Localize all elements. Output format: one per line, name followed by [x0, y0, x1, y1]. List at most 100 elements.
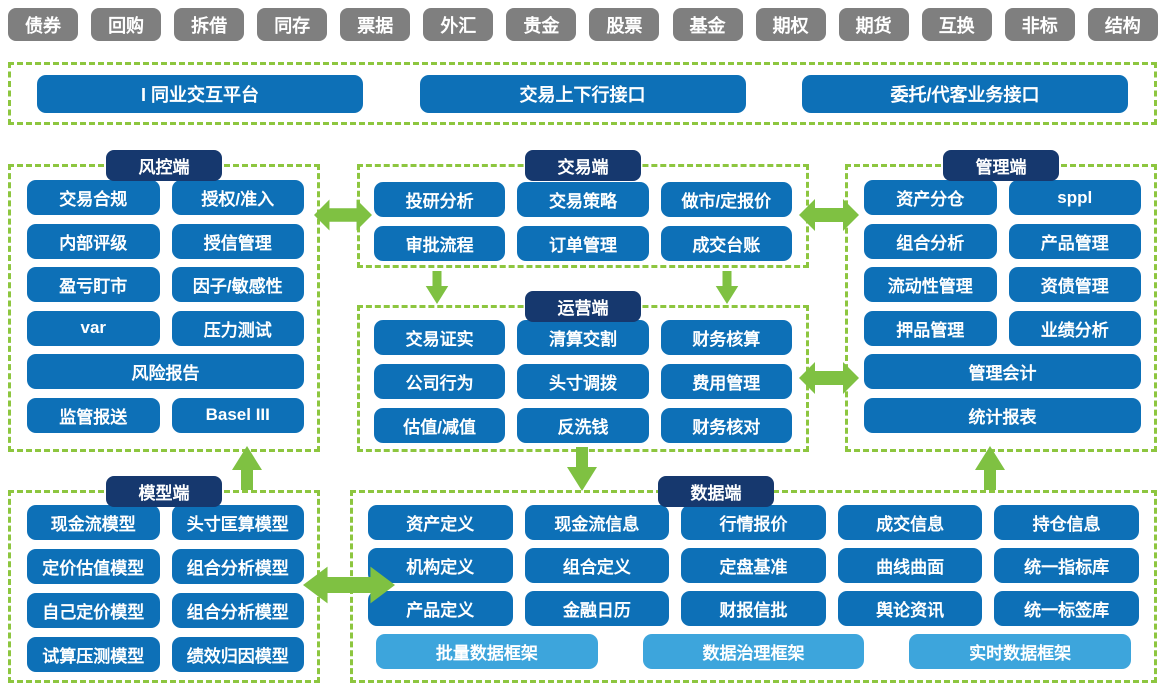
module-chip[interactable]: 资债管理 — [1008, 267, 1141, 302]
arrow-data-management-up — [975, 446, 1005, 490]
panel-data: 数据端 资产定义 现金流信息 行情报价 成交信息 持仓信息 机构定义 组合定义 … — [350, 476, 1157, 683]
product-chip[interactable]: 债券 — [8, 8, 78, 41]
module-chip[interactable]: 金融日历 — [524, 591, 670, 626]
module-chip[interactable]: 订单管理 — [517, 226, 649, 261]
module-chip[interactable]: 公司行为 — [374, 364, 506, 399]
product-chip[interactable]: 拆借 — [174, 8, 245, 41]
panel-management: 管理端 资产分仓 sppl 组合分析 产品管理 流动性管理 资债管理 押品管理 … — [845, 150, 1157, 452]
module-chip[interactable]: 估值/减值 — [374, 408, 506, 443]
module-chip[interactable]: 定价估值模型 — [27, 549, 160, 584]
module-chip[interactable]: 持仓信息 — [994, 505, 1139, 540]
module-chip[interactable]: 管理会计 — [864, 354, 1141, 389]
module-chip[interactable]: 组合分析模型 — [171, 549, 304, 584]
product-chip[interactable]: 回购 — [91, 8, 162, 41]
product-chip[interactable]: 非标 — [1004, 8, 1075, 41]
module-chip[interactable]: 资产分仓 — [864, 180, 997, 215]
module-chip[interactable]: 头寸匡算模型 — [171, 505, 304, 540]
arrow-model-data-bidirectional — [303, 566, 395, 604]
interface-chip[interactable]: 交易上下行接口 — [419, 74, 746, 113]
framework-chip[interactable]: 批量数据框架 — [376, 634, 598, 669]
module-chip[interactable]: 做市/定报价 — [660, 182, 792, 217]
module-chip[interactable]: 现金流模型 — [27, 505, 160, 540]
interface-chip[interactable]: 委托/代客业务接口 — [802, 74, 1128, 113]
module-chip[interactable]: var — [27, 310, 160, 346]
module-chip[interactable]: 组合定义 — [524, 548, 670, 583]
framework-chip[interactable]: 数据治理框架 — [642, 634, 865, 669]
module-chip[interactable]: 授权/准入 — [171, 180, 304, 215]
product-chip[interactable]: 互换 — [921, 8, 992, 41]
module-chip[interactable]: 因子/敏感性 — [171, 267, 304, 302]
module-chip[interactable]: 统计报表 — [864, 397, 1141, 433]
module-chip[interactable]: 投研分析 — [374, 182, 506, 217]
product-chip[interactable]: 期权 — [755, 8, 826, 41]
module-chip[interactable]: 财务核对 — [660, 408, 792, 443]
product-chip[interactable]: 股票 — [589, 8, 660, 41]
module-chip[interactable]: Basel III — [171, 397, 304, 433]
module-chip[interactable]: 流动性管理 — [864, 267, 997, 302]
panel-title: 数据端 — [658, 476, 774, 507]
module-chip[interactable]: 成交台账 — [660, 226, 792, 261]
module-chip[interactable]: 压力测试 — [171, 310, 304, 346]
module-chip[interactable]: 盈亏盯市 — [27, 267, 160, 302]
module-chip[interactable]: 曲线曲面 — [837, 548, 983, 583]
module-chip[interactable]: 押品管理 — [864, 310, 997, 346]
module-chip[interactable]: 财务核算 — [660, 320, 792, 355]
module-chip[interactable]: 绩效归因模型 — [171, 637, 304, 672]
interface-chip[interactable]: I 同业交互平台 — [37, 74, 363, 113]
panel-trading: 交易端 投研分析 交易策略 做市/定报价 审批流程 订单管理 成交台账 — [357, 150, 809, 268]
module-chip[interactable]: 试算压测模型 — [27, 637, 160, 672]
module-chip[interactable]: 审批流程 — [374, 226, 506, 261]
module-chip[interactable]: 费用管理 — [660, 364, 792, 399]
panel-title: 运营端 — [525, 291, 641, 322]
product-chip[interactable]: 票据 — [340, 8, 411, 41]
arrow-model-risk-up — [232, 446, 262, 490]
product-chip[interactable]: 基金 — [672, 8, 743, 41]
interface-bar: I 同业交互平台 交易上下行接口 委托/代客业务接口 — [8, 62, 1157, 125]
panel-title: 模型端 — [106, 476, 222, 507]
module-chip[interactable]: 产品管理 — [1008, 223, 1141, 259]
module-chip[interactable]: 定盘基准 — [681, 548, 826, 583]
product-chip[interactable]: 外汇 — [423, 8, 494, 41]
module-chip[interactable]: 统一指标库 — [994, 548, 1139, 583]
module-chip[interactable]: 产品定义 — [368, 591, 513, 626]
framework-chip[interactable]: 实时数据框架 — [909, 634, 1132, 669]
module-chip[interactable]: 业绩分析 — [1008, 310, 1141, 346]
module-chip[interactable]: 财报信批 — [681, 591, 826, 626]
module-chip[interactable]: 舆论资讯 — [837, 591, 983, 626]
module-chip[interactable]: 成交信息 — [837, 505, 983, 540]
product-chip[interactable]: 同存 — [257, 8, 328, 41]
module-chip[interactable]: 自己定价模型 — [27, 593, 160, 628]
module-chip[interactable]: 监管报送 — [27, 397, 160, 433]
module-chip[interactable]: sppl — [1008, 180, 1141, 215]
module-chip[interactable]: 交易合规 — [27, 180, 160, 215]
module-chip[interactable]: 清算交割 — [517, 320, 649, 355]
module-chip[interactable]: 交易策略 — [517, 182, 649, 217]
panel-models: 模型端 现金流模型 头寸匡算模型 定价估值模型 组合分析模型 自己定价模型 组合… — [8, 476, 320, 683]
product-strip: 债券 回购 拆借 同存 票据 外汇 贵金 股票 基金 期权 期货 互换 非标 结… — [8, 8, 1158, 41]
product-chip[interactable]: 期货 — [838, 8, 909, 41]
module-chip[interactable]: 组合分析模型 — [171, 593, 304, 628]
module-chip[interactable]: 统一标签库 — [994, 591, 1139, 626]
module-chip[interactable]: 机构定义 — [368, 548, 513, 583]
module-chip[interactable]: 授信管理 — [171, 223, 304, 259]
arrow-trade-operations-down-left — [425, 271, 449, 304]
module-chip[interactable]: 资产定义 — [368, 505, 513, 540]
panel-title: 风控端 — [106, 150, 222, 181]
module-chip[interactable]: 头寸调拨 — [517, 364, 649, 399]
product-chip[interactable]: 结构 — [1087, 8, 1158, 41]
arrow-operations-management-bidirectional — [799, 362, 859, 394]
module-chip[interactable]: 现金流信息 — [524, 505, 670, 540]
module-chip[interactable]: 组合分析 — [864, 223, 997, 259]
panel-risk-control: 风控端 交易合规 授权/准入 内部评级 授信管理 盈亏盯市 因子/敏感性 var… — [8, 150, 320, 452]
module-chip[interactable]: 行情报价 — [681, 505, 826, 540]
module-chip[interactable]: 反洗钱 — [517, 408, 649, 443]
panel-operations: 运营端 交易证实 清算交割 财务核算 公司行为 头寸调拨 费用管理 估值/减值 … — [357, 291, 809, 452]
module-chip[interactable]: 交易证实 — [374, 320, 506, 355]
module-chip[interactable]: 内部评级 — [27, 223, 160, 259]
product-chip[interactable]: 贵金 — [506, 8, 577, 41]
panel-title: 交易端 — [525, 150, 641, 181]
module-chip[interactable]: 风险报告 — [27, 354, 304, 389]
arrow-risk-trade-bidirectional — [314, 199, 372, 231]
arrow-trade-operations-down-right — [715, 271, 739, 304]
arrow-trade-management-bidirectional — [799, 199, 859, 231]
